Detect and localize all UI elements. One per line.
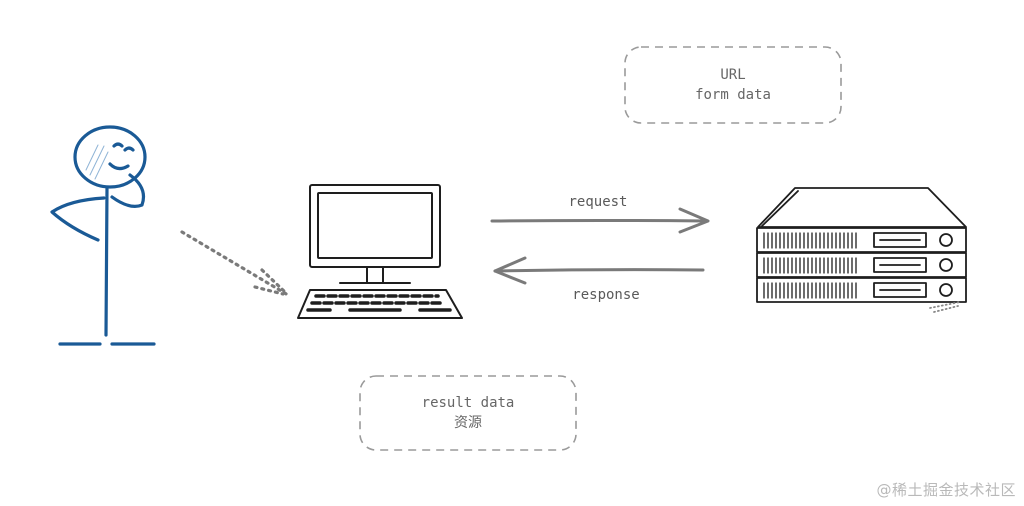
response-label: response xyxy=(572,287,639,303)
request-data-note: URL form data xyxy=(624,46,842,124)
request-note-line1: URL xyxy=(720,67,745,83)
result-data-note: result data 资源 xyxy=(359,375,577,451)
watermark: @稀土掘金技术社区 xyxy=(876,481,1016,499)
user-to-computer-dotted-line xyxy=(180,230,290,297)
server-rack-icon xyxy=(756,187,967,313)
request-arrow xyxy=(490,207,710,234)
request-note-line2: form data xyxy=(695,87,771,103)
result-note-line1: result data xyxy=(422,395,515,411)
desktop-computer-icon xyxy=(297,184,463,319)
response-arrow xyxy=(493,256,705,285)
result-note-line2: 资源 xyxy=(454,415,482,431)
request-data-note-box xyxy=(624,46,842,124)
request-label: request xyxy=(568,194,627,210)
stick-figure-user-icon xyxy=(50,125,156,346)
result-data-note-box xyxy=(359,375,577,451)
